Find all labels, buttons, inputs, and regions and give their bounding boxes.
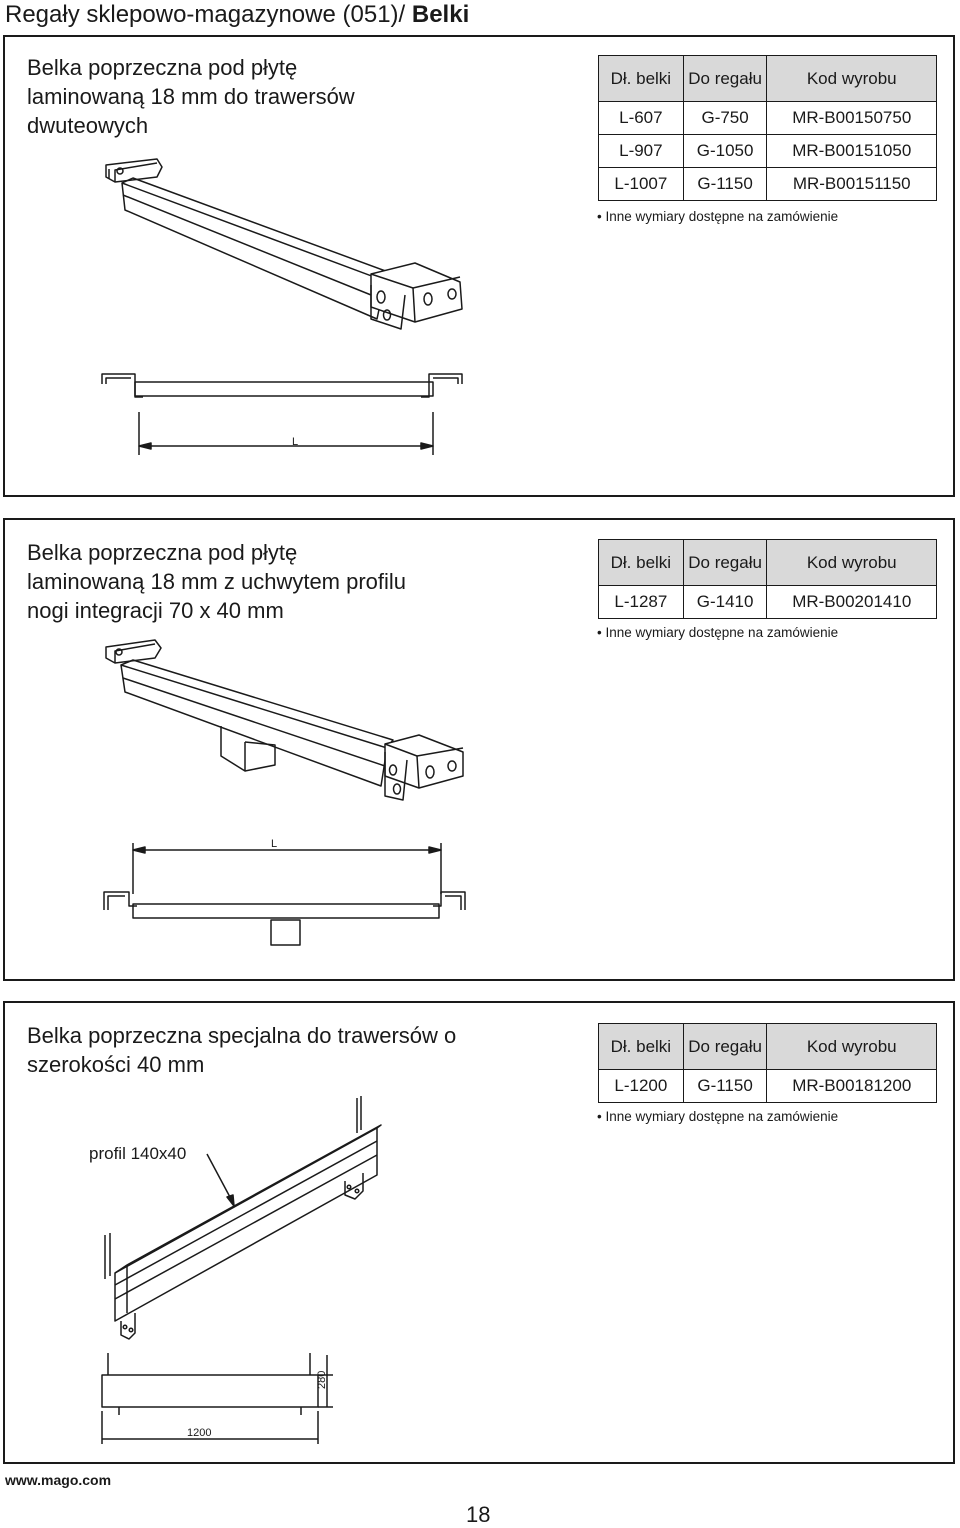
table-row: L-1007 G-1150 MR-B00151150 xyxy=(598,167,937,201)
cell-rack: G-750 xyxy=(682,101,768,135)
availability-note: Inne wymiary dostępne na zamówienie xyxy=(597,625,838,640)
product-title-1-line: dwuteowych xyxy=(27,113,149,138)
page-number: 18 xyxy=(466,1502,491,1527)
product-title-2-line: Belka poprzeczna pod płytę xyxy=(27,540,298,565)
cell-rack: G-1150 xyxy=(682,1069,768,1103)
dimension-line-shape xyxy=(132,843,442,894)
table-row: L-1287 G-1410 MR-B00201410 xyxy=(598,585,937,619)
leg-holder-shape xyxy=(220,726,276,772)
right-bracket-shape xyxy=(384,734,464,801)
availability-note: Inne wymiary dostępne na zamówienie xyxy=(597,209,838,224)
product-title-3: Belka poprzeczna specjalna do trawersów … xyxy=(27,1021,456,1079)
table-row: L-907 G-1050 MR-B00151050 xyxy=(598,134,937,168)
dimension-width-label: 1200 xyxy=(187,1427,211,1439)
callout-leader-shape xyxy=(206,1153,235,1207)
cell-rack: G-1150 xyxy=(682,167,768,201)
cell-length: L-1007 xyxy=(598,167,684,201)
dimension-line-shape xyxy=(138,412,434,455)
product-panel-1: Belka poprzeczna pod płytę laminowaną 18… xyxy=(3,35,955,497)
page-title-prefix: Regały sklepowo-magazynowe (051)/ xyxy=(5,1,412,28)
product-title-1-line: Belka poprzeczna pod płytę xyxy=(27,55,298,80)
table-header-row: Dł. belki Do regału Kod wyrobu xyxy=(598,539,937,586)
table-header-row: Dł. belki Do regału Kod wyrobu xyxy=(598,1023,937,1070)
table-row: L-1200 G-1150 MR-B00181200 xyxy=(598,1069,937,1103)
profile-callout-label: profil 140x40 xyxy=(89,1144,186,1163)
dimension-label: L xyxy=(292,436,298,448)
dimension-label: L xyxy=(271,838,277,850)
cell-code: MR-B00181200 xyxy=(766,1069,937,1103)
header-rack: Do regału xyxy=(682,1023,768,1070)
beam-body-shape xyxy=(120,659,394,787)
left-bracket-shape xyxy=(105,639,162,664)
spec-table-3: Dł. belki Do regału Kod wyrobu L-1200 G-… xyxy=(598,1023,937,1103)
spec-table-1: Dł. belki Do regału Kod wyrobu L-607 G-7… xyxy=(598,55,937,201)
product-title-1: Belka poprzeczna pod płytę laminowaną 18… xyxy=(27,53,355,140)
footer-website: www.mago.com xyxy=(5,1472,112,1488)
beam-drawing-2: L xyxy=(103,639,466,946)
product-title-2-line: laminowaną 18 mm z uchwytem profilu xyxy=(27,569,407,594)
product-panel-3: Belka poprzeczna specjalna do trawersów … xyxy=(3,1001,955,1464)
page-title-bold: Belki xyxy=(411,1,470,28)
beam-drawing-3: profil 140x40 xyxy=(89,1096,382,1444)
cell-code: MR-B00151150 xyxy=(766,167,937,201)
left-bracket-shape xyxy=(105,158,163,183)
header-code: Kod wyrobu xyxy=(766,1023,937,1070)
beam-3d-shape xyxy=(104,1096,382,1340)
table-header-row: Dł. belki Do regału Kod wyrobu xyxy=(598,55,937,102)
spec-table-2: Dł. belki Do regału Kod wyrobu L-1287 G-… xyxy=(598,539,937,619)
cell-length: L-907 xyxy=(598,134,684,168)
beam-side-view-shape xyxy=(101,373,463,398)
header-code: Kod wyrobu xyxy=(766,55,937,102)
beam-side-view-shape xyxy=(103,891,466,946)
product-title-2-line: nogi integracji 70 x 40 mm xyxy=(27,598,284,623)
cell-length: L-1287 xyxy=(598,585,684,619)
product-title-1-line: laminowaną 18 mm do trawersów xyxy=(27,84,355,109)
header-length: Dł. belki xyxy=(598,1023,684,1070)
header-rack: Do regału xyxy=(682,539,768,586)
cell-length: L-607 xyxy=(598,101,684,135)
page-title: Regały sklepowo-magazynowe (051)/ Belki xyxy=(5,0,469,30)
dimension-height-label: 280 xyxy=(316,1371,328,1389)
availability-note: Inne wymiary dostępne na zamówienie xyxy=(597,1109,838,1124)
beam-body-shape xyxy=(121,177,392,320)
header-code: Kod wyrobu xyxy=(766,539,937,586)
cell-rack: G-1050 xyxy=(682,134,768,168)
beam-front-view-shape xyxy=(101,1353,333,1415)
product-title-3-line: Belka poprzeczna specjalna do trawersów … xyxy=(27,1023,457,1048)
cell-code: MR-B00150750 xyxy=(766,101,937,135)
cell-code: MR-B00201410 xyxy=(766,585,937,619)
cell-rack: G-1410 xyxy=(682,585,768,619)
product-panel-2: Belka poprzeczna pod płytę laminowaną 18… xyxy=(3,518,955,981)
table-row: L-607 G-750 MR-B00150750 xyxy=(598,101,937,135)
cell-code: MR-B00151050 xyxy=(766,134,937,168)
product-title-3-line: szerokości 40 mm xyxy=(27,1052,205,1077)
cell-length: L-1200 xyxy=(598,1069,684,1103)
beam-drawing-1: L xyxy=(101,158,463,455)
product-title-2: Belka poprzeczna pod płytę laminowaną 18… xyxy=(27,538,406,625)
right-bracket-shape xyxy=(370,262,463,330)
dimension-line-shape xyxy=(101,1411,319,1444)
